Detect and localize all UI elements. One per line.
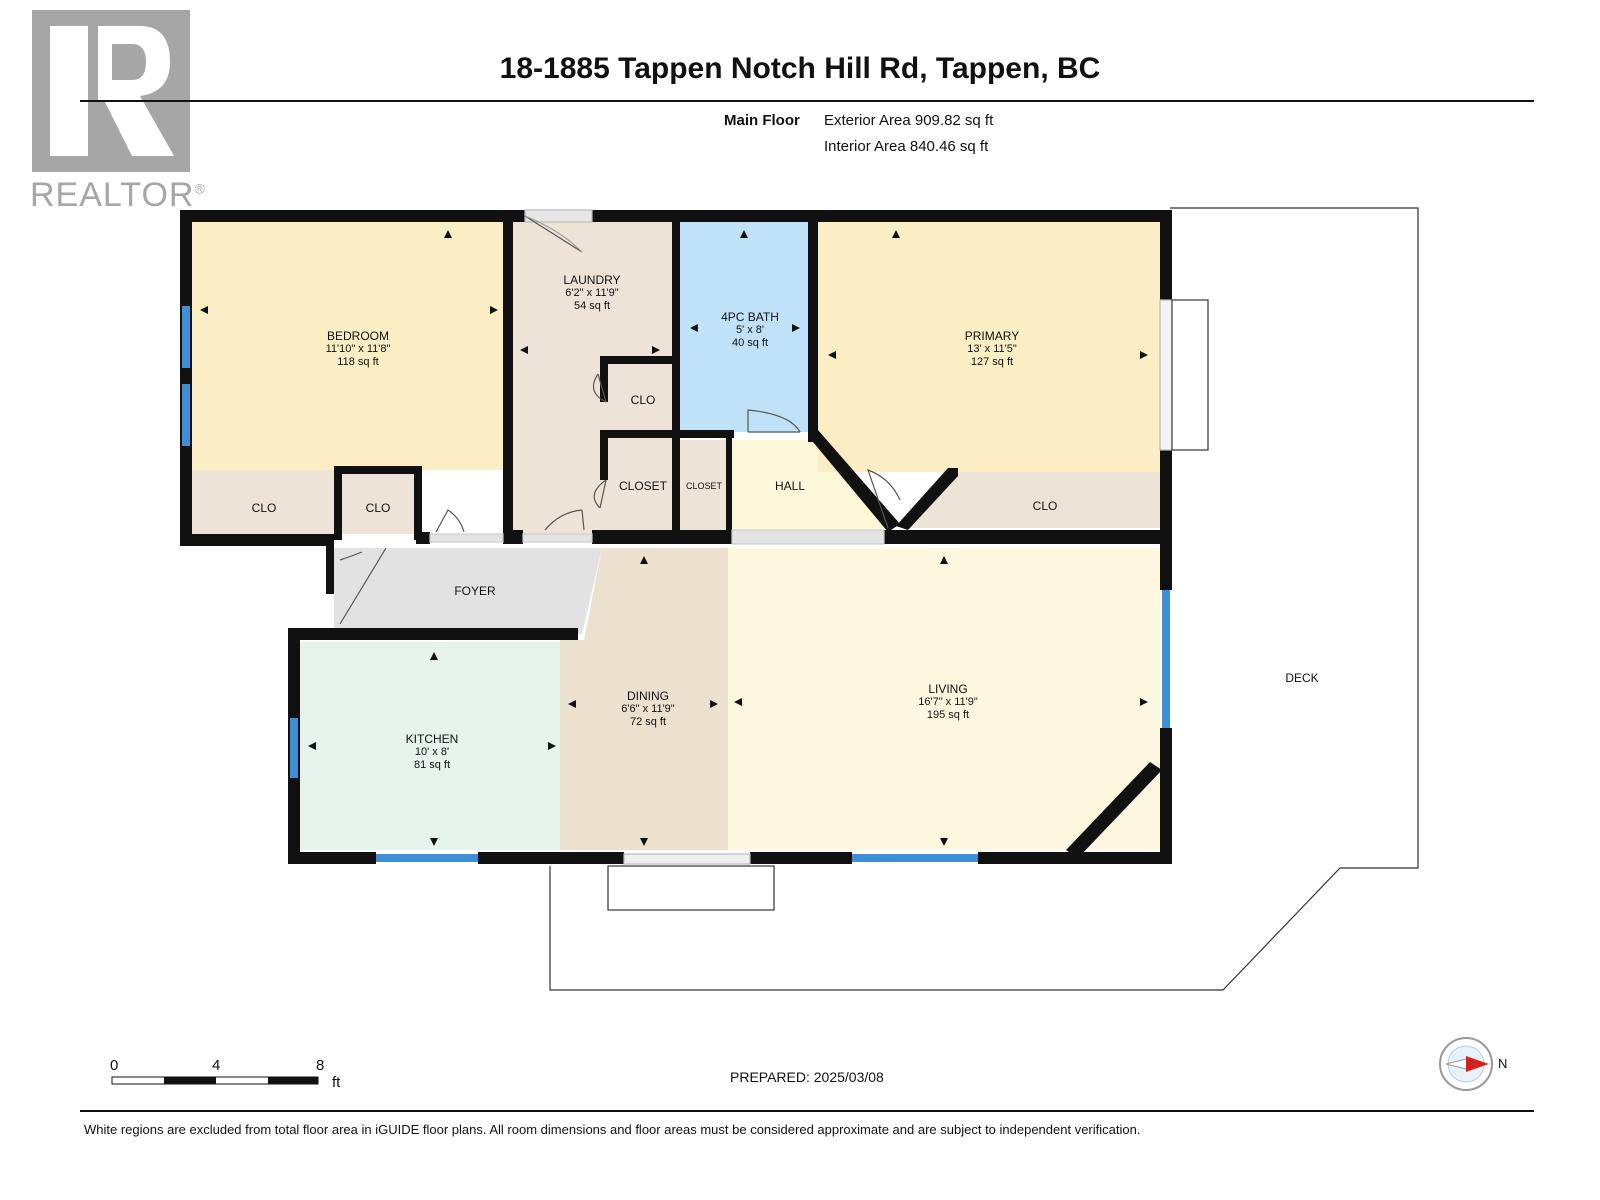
foyer-fill [334, 548, 602, 634]
room-dims: 13' x 11'5" [967, 343, 1017, 355]
room-label-bedroom: BEDROOM 11'10" x 11'8" 118 sq ft [326, 330, 391, 369]
room-dims: 6'2" x 11'9" [565, 287, 619, 299]
room-dims: 11'10" x 11'8" [325, 343, 391, 355]
scale-tick-4: 4 [212, 1057, 221, 1074]
laundry-closet-fill [606, 364, 675, 432]
floor-name: Main Floor [724, 112, 800, 129]
room-name: DINING [627, 689, 669, 703]
room-name: LIVING [928, 682, 968, 696]
hall-fill [732, 440, 890, 534]
bedroom-fill [190, 220, 506, 470]
realtor-logo-text: REALTOR® [30, 176, 206, 214]
closet-fill [606, 440, 676, 534]
room-name: LAUNDRY [563, 273, 621, 287]
closet-label: CLO [365, 501, 391, 515]
bedroom-closet-fill [190, 470, 336, 534]
prepared-date: PREPARED: 2025/03/08 [730, 1069, 884, 1085]
room-name: BEDROOM [326, 329, 390, 343]
room-area: 127 sq ft [970, 356, 1014, 368]
room-dims: 6'6" x 11'9" [621, 703, 675, 715]
hall-label: HALL [774, 479, 806, 493]
closet-label: CLO [251, 501, 277, 515]
closet-label-small: CLOSET [685, 481, 723, 491]
room-label-laundry: LAUNDRY 6'2" x 11'9" 54 sq ft [563, 274, 620, 313]
room-area: 40 sq ft [731, 337, 769, 349]
dimension-arrows [200, 230, 1148, 846]
room-label-primary: PRIMARY 13' x 11'5" 127 sq ft [965, 330, 1019, 369]
room-label-living: LIVING 16'7" x 11'9" 195 sq ft [918, 683, 978, 722]
kitchen-fill [300, 642, 560, 850]
primary-closet-fill [906, 472, 1160, 528]
room-area: 72 sq ft [629, 716, 667, 728]
room-name: PRIMARY [964, 329, 1020, 343]
scale-tick-8: 8 [316, 1057, 325, 1074]
compass-icon [1439, 1037, 1493, 1091]
scale-bar [111, 1076, 319, 1085]
primary-fill [818, 220, 1160, 472]
closet-small-fill [680, 440, 728, 534]
interior-area: Interior Area 840.46 sq ft [824, 138, 989, 155]
foyer-label: FOYER [454, 584, 496, 598]
deck-outline [549, 207, 1419, 991]
bedroom-closet2-fill [336, 472, 416, 534]
room-dims: 5' x 8' [735, 324, 765, 336]
realtor-logo [32, 10, 190, 172]
room-label-kitchen: KITCHEN 10' x 8' 81 sq ft [406, 733, 459, 772]
exterior-area: Exterior Area 909.82 sq ft [824, 112, 994, 129]
room-area: 81 sq ft [413, 759, 451, 771]
header-rule [80, 100, 1534, 102]
dining-fill [560, 548, 728, 850]
room-fills [190, 220, 1160, 850]
room-name: KITCHEN [405, 732, 459, 746]
bath-fill [680, 220, 810, 432]
room-area: 118 sq ft [337, 356, 379, 368]
disclaimer: White regions are excluded from total fl… [84, 1122, 1141, 1137]
scale-tick-0: 0 [110, 1057, 119, 1074]
footer-rule [80, 1110, 1534, 1112]
doors [339, 209, 1209, 865]
closet-label: CLO [1032, 499, 1058, 513]
room-area: 54 sq ft [573, 300, 611, 312]
scale-unit: ft [332, 1074, 341, 1091]
windows [182, 306, 1170, 862]
closet-label-large: CLOSET [618, 479, 668, 493]
room-label-dining: DINING 6'6" x 11'9" 72 sq ft [621, 690, 674, 729]
room-area: 195 sq ft [926, 709, 970, 721]
room-dims: 10' x 8' [414, 746, 450, 758]
compass-north-label: N [1498, 1056, 1508, 1071]
deck-label: DECK [1285, 671, 1319, 685]
closet-label: CLO [630, 393, 656, 407]
living-fill [728, 548, 1160, 850]
room-dims: 16'7" x 11'9" [918, 696, 978, 708]
room-label-bath: 4PC BATH 5' x 8' 40 sq ft [721, 311, 779, 350]
room-name: 4PC BATH [721, 310, 779, 324]
page-title: 18-1885 Tappen Notch Hill Rd, Tappen, BC [499, 52, 1101, 85]
